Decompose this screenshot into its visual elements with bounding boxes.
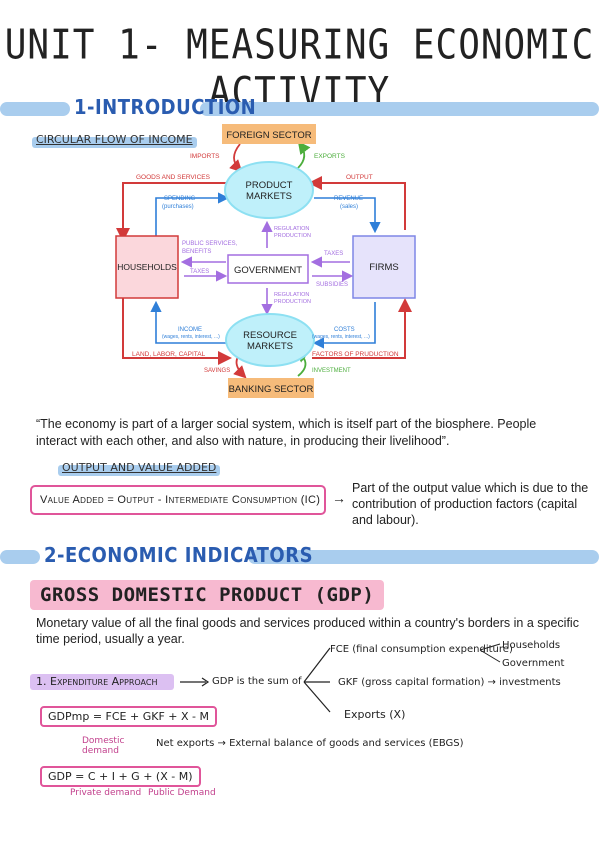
public-services-label-2: BENEFITS <box>182 249 211 255</box>
regulation-bottom-label-2: PRODUCTION <box>274 299 311 305</box>
gdp-heading: GROSS DOMESTIC PRODUCT (GDP) <box>30 580 385 610</box>
income-label-2: (wages, rents, interest, ...) <box>162 334 220 340</box>
section-bar <box>0 102 70 116</box>
section-bar <box>0 550 40 564</box>
income-arrow <box>150 300 226 344</box>
government-node <box>227 254 309 284</box>
fce-branch <box>479 643 501 663</box>
spending-label-2: (purchases) <box>162 204 194 210</box>
product-markets-label-1: PRODUCT <box>246 180 293 191</box>
section-2-label: 2-ECONOMIC INDICATORS <box>44 543 314 567</box>
costs-label-1: COSTS <box>334 327 355 333</box>
land-labor-capital-arrow <box>122 286 232 365</box>
section-bar <box>200 102 599 116</box>
factors-production-label: FACTORS OF PRUDUCTION <box>312 351 399 358</box>
firms-label: FIRMS <box>369 262 399 273</box>
gkf-item: GKF (gross capital formation) → investme… <box>338 677 561 688</box>
output-label: OUTPUT <box>346 174 373 181</box>
circular-flow-diagram: FOREIGN SECTOR PRODUCT MARKETS HOUSEHOLD… <box>115 124 416 398</box>
fce-item: FCE (final consumption expenditure) <box>330 644 513 655</box>
page-title: UNIT 1- MEASURING ECONOMIC ACTIVITY <box>4 21 595 117</box>
arrow-right-icon: → <box>332 490 346 506</box>
approach-highlight <box>30 674 174 690</box>
income-label-1: INCOME <box>178 327 202 333</box>
taxes-left-label: TAXES <box>190 269 209 275</box>
goods-services-label: GOODS AND SERVICES <box>136 174 211 181</box>
approach-arrows <box>180 647 331 713</box>
resource-markets-label-1: RESOURCE <box>243 330 297 341</box>
exports-item: Exports (X) <box>344 708 406 721</box>
foreign-sector-label: FOREIGN SECTOR <box>226 130 311 141</box>
gdp-mp-formula: GDPmp = FCE + GKF + X - M <box>40 706 217 727</box>
revenue-arrow <box>314 197 381 234</box>
spending-label-1: SPENDING <box>164 196 196 202</box>
output-arrow <box>308 176 406 230</box>
net-exports-label: Net exports → External balance of goods … <box>156 738 464 749</box>
value-added-formula: Value Added = Output - Intermediate Cons… <box>30 485 326 515</box>
fce-government: Government <box>502 658 565 669</box>
land-labor-capital-label: LAND, LABOR, CAPITAL <box>132 351 206 358</box>
fce-households: Households <box>502 640 561 651</box>
spending-arrow <box>155 192 230 238</box>
imports-label: IMPORTS <box>190 153 220 160</box>
public-demand-label: Public Demand <box>148 788 216 798</box>
firms-node <box>352 235 416 299</box>
public-services-label-1: PUBLIC SERVICES, <box>182 241 238 247</box>
households-label: HOUSEHOLDS <box>117 262 177 272</box>
value-added-note: Part of the output value which is due to… <box>352 481 589 527</box>
banking-sector-box <box>228 378 314 398</box>
regulation-bottom-label-1: REGULATION <box>274 292 309 298</box>
gdp-definition: Monetary value of all the final goods an… <box>36 616 579 646</box>
regulation-top-label-2: PRODUCTION <box>274 233 311 239</box>
government-label: GOVERNMENT <box>234 265 302 276</box>
gdp-sum-text: GDP is the sum of <box>212 676 302 687</box>
resource-markets-node <box>225 313 315 367</box>
investment-label: INVESTMENT <box>312 368 351 374</box>
factors-production-arrow <box>312 298 412 359</box>
exports-label: EXPORTS <box>314 153 346 160</box>
section-bar <box>248 550 599 564</box>
private-demand-label: Private demand <box>70 788 142 798</box>
foreign-sector-box <box>222 124 316 144</box>
expenditure-approach-label: 1. Expenditure Approach <box>36 675 158 688</box>
regulation-top-label-1: REGULATION <box>274 226 309 232</box>
banking-sector-label: BANKING SECTOR <box>229 384 314 395</box>
output-value-subheading: OUTPUT AND VALUE ADDED <box>57 461 221 476</box>
goods-services-arrow <box>116 182 228 242</box>
section-1-label: 1-INTRODUCTION <box>74 95 257 119</box>
circular-flow-subheading: CIRCULAR FLOW OF INCOME <box>32 133 197 148</box>
costs-arrow <box>312 302 376 349</box>
imports-arrow <box>229 143 243 173</box>
exports-arrow <box>297 141 311 169</box>
households-node <box>115 235 179 299</box>
taxes-right-label: TAXES <box>324 251 343 257</box>
biosphere-quote: “The economy is part of a larger social … <box>36 417 537 448</box>
subsidies-label: SUBSIDIES <box>316 282 348 288</box>
revenue-label-2: (sales) <box>340 204 358 210</box>
product-markets-label-2: MARKETS <box>246 191 292 202</box>
domestic-demand-label: Domestic demand <box>82 736 125 756</box>
revenue-label-1: REVENUE <box>334 196 363 202</box>
resource-markets-label-2: MARKETS <box>247 341 293 352</box>
savings-label: SAVINGS <box>204 368 230 374</box>
costs-label-2: (wages, rents, interest, ...) <box>312 334 370 340</box>
gdp-components-formula: GDP = C + I + G + (X - M) <box>40 766 201 787</box>
product-markets-node <box>224 161 314 219</box>
